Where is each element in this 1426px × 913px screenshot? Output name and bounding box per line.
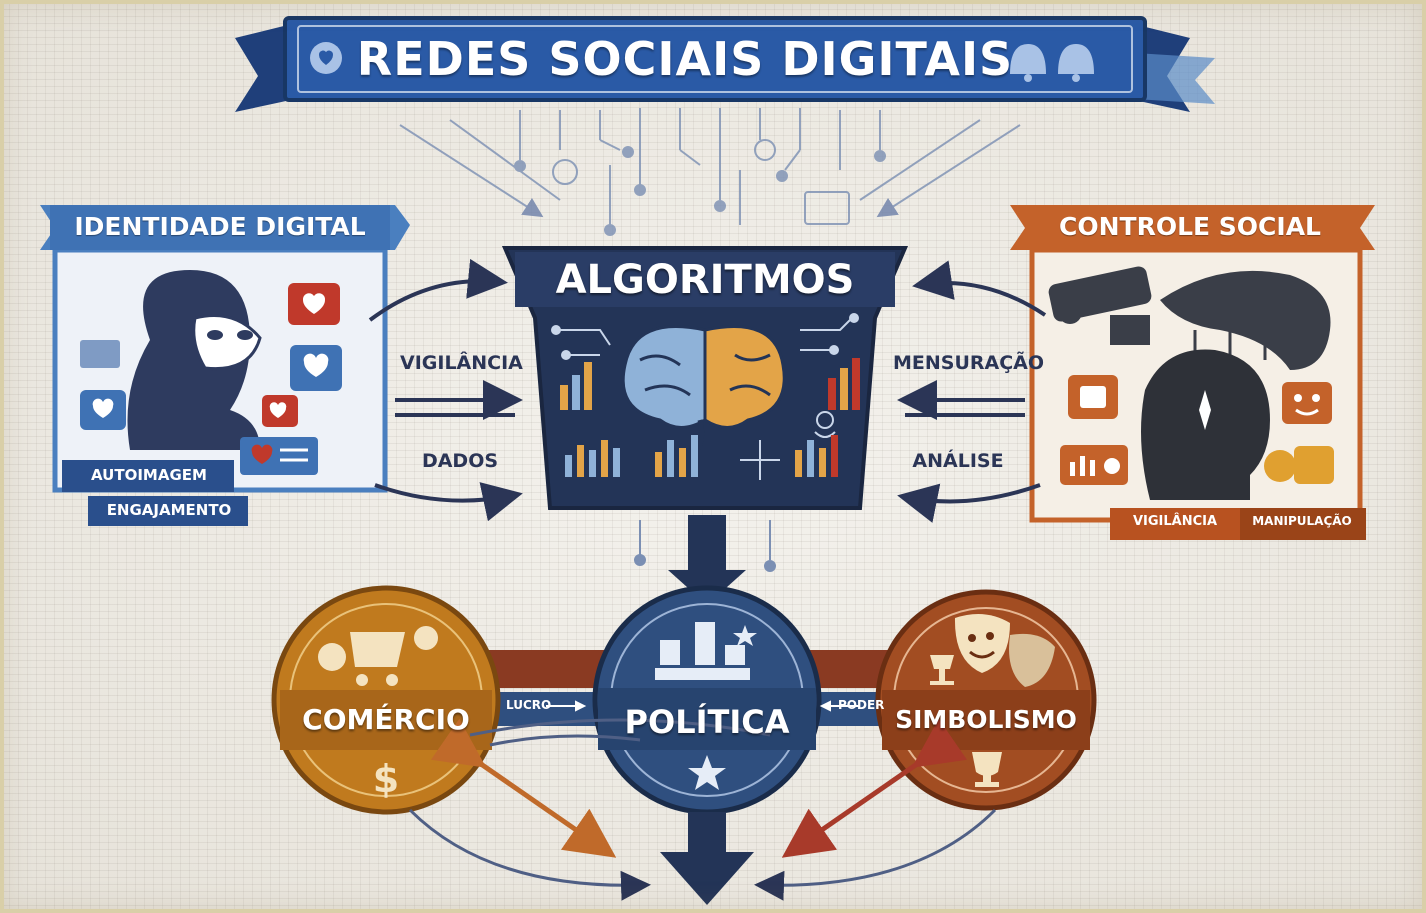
arrow-label-vigilancia: VIGILÂNCIA bbox=[400, 352, 523, 374]
bar-chart-right bbox=[828, 358, 860, 410]
connector-label-poder: PODER bbox=[838, 698, 885, 712]
circuit-traces bbox=[551, 313, 859, 480]
profile-card-icon bbox=[80, 340, 120, 368]
symbolism-label: SIMBOLISMO bbox=[895, 705, 1077, 734]
bubble-icon-1 bbox=[1068, 375, 1118, 419]
security-camera-icon bbox=[1048, 266, 1152, 345]
bar-chart-bottom bbox=[565, 435, 838, 477]
identity-tag-autoimagem-label: AUTOIMAGEM bbox=[91, 466, 207, 484]
identity-tag-engajamento bbox=[88, 496, 248, 526]
heart-bubble-icon bbox=[288, 283, 340, 325]
puppet-hand-icon bbox=[1160, 270, 1331, 372]
podium-icon bbox=[655, 622, 750, 680]
heart-chat-icon bbox=[310, 42, 342, 74]
brain-icon bbox=[621, 325, 786, 457]
star-icon bbox=[688, 755, 726, 790]
bubble-icon-2 bbox=[1282, 382, 1332, 424]
comment-box-icon bbox=[240, 437, 318, 475]
control-tag-manipulacao-label: MANIPULAÇÃO bbox=[1252, 514, 1352, 528]
right-curved-arrows bbox=[897, 260, 1047, 523]
control-tag-vigilancia bbox=[1110, 508, 1240, 540]
bar-chart-bubble-icon bbox=[1060, 445, 1128, 485]
bottom-cross-arrows bbox=[430, 718, 968, 858]
head-silhouette-icon bbox=[1141, 349, 1270, 500]
heart-bubble-icon-2 bbox=[290, 345, 342, 391]
heart-bubble-icon-3 bbox=[80, 390, 126, 430]
identity-panel-title: IDENTIDADE DIGITAL bbox=[74, 212, 366, 241]
shopping-cart-icon bbox=[350, 632, 405, 686]
commerce-label: COMÉRCIO bbox=[302, 703, 470, 736]
goblet-icon bbox=[930, 655, 954, 685]
page-title: REDES SOCIAIS DIGITAIS bbox=[356, 32, 1014, 86]
heart-bubble-icon-4 bbox=[262, 395, 298, 427]
identity-tag-autoimagem bbox=[62, 460, 234, 492]
bell-icon bbox=[1010, 44, 1046, 82]
bar-chart-left bbox=[560, 362, 592, 410]
politics-label: POLÍTICA bbox=[624, 703, 790, 741]
connector-arrow-left bbox=[546, 700, 587, 712]
emoji-bubble-icon bbox=[1264, 446, 1334, 484]
svg-text:$: $ bbox=[373, 757, 399, 801]
bottom-curved-arrows bbox=[408, 718, 997, 901]
star-icon-2 bbox=[733, 625, 757, 646]
arrow-label-dados: DADOS bbox=[421, 450, 499, 472]
connector-arrow-right bbox=[819, 700, 860, 712]
theater-masks-icon bbox=[954, 614, 1055, 687]
control-panel-title: CONTROLE SOCIAL bbox=[1059, 212, 1321, 241]
dollar-coin-icon-2 bbox=[414, 626, 438, 650]
title-banner bbox=[235, 16, 1215, 112]
masked-person-icon bbox=[127, 270, 262, 450]
bell-icon-2 bbox=[1058, 44, 1094, 82]
down-dangles bbox=[634, 520, 776, 572]
bottom-down-arrow bbox=[660, 812, 754, 905]
identity-tag-engajamento-label: ENGAJAMENTO bbox=[106, 501, 232, 519]
algorithms-title: ALGORITMOS bbox=[555, 257, 855, 303]
dollar-coin-icon bbox=[318, 643, 346, 671]
arrow-label-analise: ANÁLISE bbox=[912, 450, 1004, 472]
connector-label-lucro: LUCRO bbox=[506, 698, 552, 712]
network-lines bbox=[399, 108, 1021, 236]
control-tag-vigilancia-label: VIGILÂNCIA bbox=[1132, 514, 1218, 529]
trophy-icon bbox=[972, 752, 1002, 787]
arrow-label-mensuracao: MENSURAÇÃO bbox=[893, 352, 1045, 374]
dollar-sign-icon: $ bbox=[373, 757, 399, 801]
control-tag-manipulacao bbox=[1240, 508, 1366, 540]
left-curved-arrows bbox=[368, 258, 523, 522]
